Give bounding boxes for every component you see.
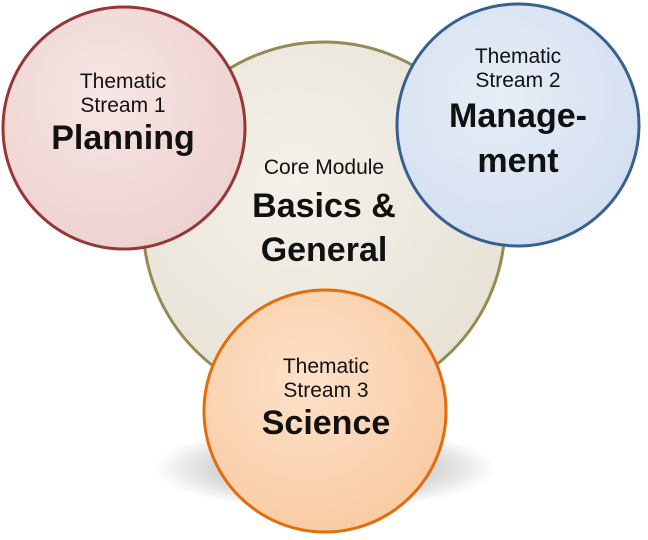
core-module-title-line2: General — [260, 231, 388, 270]
stream3-subtitle-line2: Stream 3 — [283, 378, 369, 402]
stream1-subtitle-line1: Thematic — [79, 70, 167, 93]
stream1-subtitle-line2: Stream 1 — [80, 93, 166, 117]
core-module-subtitle: Core Module — [263, 156, 385, 179]
planning-label: Thematic Stream 1 Planning — [28, 70, 218, 157]
stream3-title: Science — [261, 404, 391, 443]
management-circle — [395, 2, 641, 248]
stream2-subtitle-line1: Thematic — [474, 45, 562, 68]
stream2-subtitle-line2: Stream 2 — [475, 68, 561, 92]
planning-circle — [1, 5, 247, 251]
science-label: Thematic Stream 3 Science — [228, 355, 424, 442]
stream2-title-line2: ment — [477, 142, 559, 181]
stream3-subtitle-line1: Thematic — [282, 355, 370, 378]
management-label: Thematic Stream 2 Manage- ment — [420, 45, 616, 187]
stream2-title-line1: Manage- — [449, 97, 587, 136]
core-module-label: Core Module Basics & General — [224, 156, 424, 277]
stream1-title: Planning — [51, 119, 195, 158]
science-circle — [202, 288, 448, 534]
core-module-title-line1: Basics & — [252, 186, 396, 225]
